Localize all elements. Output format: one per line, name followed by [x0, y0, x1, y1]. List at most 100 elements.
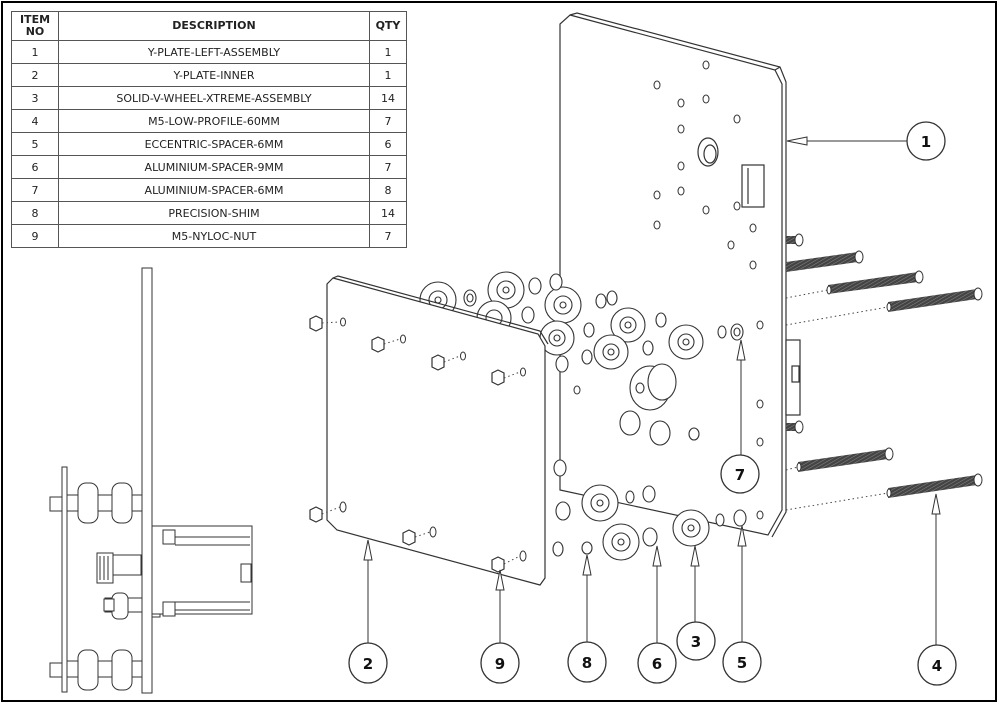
side-view-inner-plate: [61, 466, 68, 693]
v-wheel: [668, 324, 704, 360]
item-qty: 7: [369, 224, 407, 248]
balloon-6-label: 6: [652, 655, 662, 673]
balloon-1: 1: [906, 121, 946, 161]
y-plate-left-assembly: [559, 12, 801, 538]
arrow-7: [736, 339, 746, 361]
v-wheel: [610, 307, 646, 343]
item-no: 8: [11, 201, 59, 225]
spacer: [463, 289, 477, 307]
m5-bolts: [785, 233, 983, 511]
item-qty: 6: [369, 132, 407, 156]
motor-edge: [785, 339, 801, 416]
wheel-stack: [419, 271, 747, 561]
item-description: M5-LOW-PROFILE-60MM: [58, 109, 370, 133]
spacer: [528, 273, 563, 295]
v-wheel: [487, 271, 525, 309]
v-wheel: [672, 509, 710, 547]
motor-boss-hole: [697, 137, 719, 167]
item-balloons: 1 2 9 8 6 3 5 7 4: [348, 121, 957, 686]
balloon-9-label: 9: [495, 655, 505, 673]
nut-axis-lines: [321, 321, 521, 565]
balloon-6: 6: [637, 642, 677, 684]
side-view-wheel-pair-top: [49, 482, 143, 524]
bolt: [786, 420, 804, 434]
item-no: 2: [11, 63, 59, 87]
y-plate-inner: [309, 275, 549, 586]
item-description: ECCENTRIC-SPACER-6MM: [58, 132, 370, 156]
balloon-7: 7: [720, 454, 760, 494]
arrow-5: [737, 525, 747, 547]
item-qty: 7: [369, 109, 407, 133]
item-qty: 14: [369, 201, 407, 225]
arrow-3: [690, 545, 700, 567]
v-wheel: [581, 484, 619, 522]
bolt-axis-lines: [785, 289, 889, 511]
balloon-3: 3: [676, 621, 716, 661]
arrow-6: [652, 545, 662, 567]
plate-holes: [573, 60, 764, 520]
balloon-3-label: 3: [691, 633, 701, 651]
side-view-stepper-motor: [151, 525, 253, 618]
arrow-9: [495, 569, 505, 591]
bolt: [796, 447, 894, 472]
arrow-2: [363, 539, 373, 561]
bolt: [886, 473, 983, 498]
header-description: DESCRIPTION: [58, 11, 370, 41]
balloon-2: 2: [348, 642, 388, 684]
side-view: [49, 267, 253, 694]
header-qty: QTY: [369, 11, 407, 41]
balloon-5: 5: [722, 641, 762, 683]
item-no: 9: [11, 224, 59, 248]
pulley: [629, 363, 677, 411]
aluminium-spacer-6mm: [717, 323, 744, 341]
v-wheel: [593, 334, 629, 370]
spacer: [555, 349, 593, 373]
side-view-outer-plate: [141, 267, 153, 694]
item-no: 4: [11, 109, 59, 133]
nyloc-nuts: [309, 315, 505, 573]
item-description: Y-PLATE-INNER: [58, 63, 370, 87]
item-qty: 7: [369, 155, 407, 179]
inner-plate-holes: [339, 317, 527, 562]
side-view-eccentric-wheel: [103, 592, 143, 620]
side-view-wheel-pair-bottom: [49, 649, 143, 691]
v-wheel: [602, 523, 640, 561]
leader-lines: [363, 136, 941, 645]
side-view-pulley: [96, 552, 142, 584]
eccentric-spacer: [552, 459, 747, 557]
balloon-4-label: 4: [932, 657, 942, 675]
balloon-8: 8: [567, 641, 607, 683]
v-wheel: [539, 320, 575, 356]
arrow-4: [931, 493, 941, 515]
bolt: [786, 250, 864, 272]
v-wheel: [544, 286, 582, 324]
item-description: PRECISION-SHIM: [58, 201, 370, 225]
balloon-9: 9: [480, 642, 520, 684]
arrow-8: [582, 554, 592, 576]
balloon-8-label: 8: [582, 654, 592, 672]
spacer: [521, 306, 535, 324]
bolt: [886, 287, 983, 312]
item-no: 6: [11, 155, 59, 179]
balloon-4: 4: [917, 644, 957, 686]
spacer: [583, 290, 667, 356]
balloon-2-label: 2: [363, 655, 373, 673]
spacer: [555, 501, 658, 547]
item-description: M5-NYLOC-NUT: [58, 224, 370, 248]
bolt: [786, 233, 804, 247]
balloon-5-label: 5: [737, 654, 747, 672]
arrow-1: [786, 136, 808, 146]
eccentric-wheel: [619, 410, 700, 446]
item-description: SOLID-V-WHEEL-XTREME-ASSEMBLY: [58, 86, 370, 110]
shim: [581, 490, 725, 555]
